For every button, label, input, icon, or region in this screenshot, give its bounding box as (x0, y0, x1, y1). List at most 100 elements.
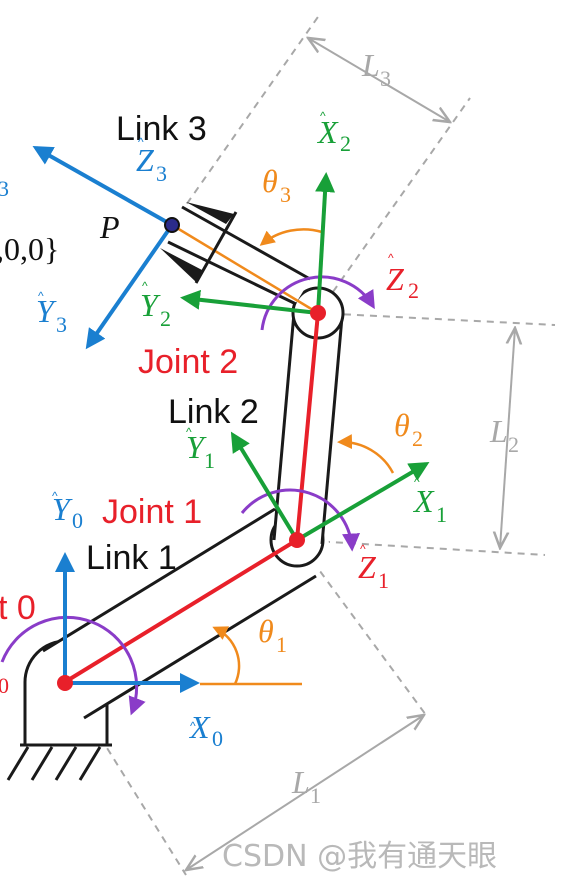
svg-text:2: 2 (160, 306, 171, 331)
joint1-label: Joint 1 (102, 493, 202, 531)
svg-text:0: 0 (72, 508, 83, 533)
svg-text:θ: θ (262, 163, 278, 199)
svg-text:^: ^ (142, 279, 148, 293)
y2-label: ^ Y 2 (140, 279, 171, 331)
svg-text:2: 2 (340, 131, 351, 156)
frame3-axes (32, 146, 174, 350)
x3-label-fragment: 3 (0, 176, 9, 201)
theta2-arc (337, 434, 395, 474)
theta3-label: θ 3 (262, 163, 291, 207)
z3-label: ^ Z 3 (136, 135, 167, 186)
joint0-rotation-arc (0, 615, 146, 716)
kinematic-chain (63, 312, 320, 684)
svg-text:1: 1 (310, 783, 321, 808)
watermark: CSDN @我有通天眼 (222, 839, 497, 874)
l2-dimension-label: L 2 (489, 413, 519, 457)
svg-text:3: 3 (380, 66, 391, 91)
z2-label: ^ Z 2 (386, 251, 419, 303)
svg-text:L: L (291, 764, 310, 800)
svg-text:Z: Z (136, 142, 155, 178)
l2-dimension-arrow (500, 328, 515, 548)
y1-label: ^ Y 1 (186, 425, 215, 473)
svg-text:^: ^ (414, 475, 420, 489)
l2-reference-line-top (317, 312, 556, 326)
x1-axis-arrow (295, 461, 430, 542)
svg-text:Y: Y (186, 429, 207, 465)
joint2-rotation-arc (260, 275, 375, 331)
svg-text:2: 2 (412, 426, 423, 451)
point-p-label: P (99, 209, 120, 245)
z3-axis-arrow (32, 146, 173, 227)
x0-label: ^ X 0 (188, 709, 223, 751)
angle-indicators (200, 228, 395, 686)
end-effector-point-p (164, 217, 180, 233)
svg-text:0: 0 (212, 726, 223, 751)
svg-text:^: ^ (388, 251, 394, 265)
l1-dimension-arrow (186, 715, 424, 870)
svg-text:X: X (188, 709, 211, 745)
svg-text:^: ^ (52, 489, 58, 503)
theta3-arc (259, 228, 323, 246)
y2-axis-arrow (180, 289, 319, 315)
l2-reference-line-bottom (296, 539, 546, 556)
svg-text:X: X (316, 114, 339, 150)
l3-reference-line-joint2 (317, 97, 471, 314)
joint0-label: t 0 (0, 589, 36, 627)
svg-text:^: ^ (320, 109, 326, 123)
x2-axis-arrow (315, 172, 336, 314)
z1-label: ^ Z 1 (358, 542, 389, 593)
svg-text:3: 3 (156, 161, 167, 186)
link2-label: Link 2 (168, 393, 259, 431)
rotation-arrows (0, 275, 375, 716)
gripper (160, 202, 234, 282)
link3-centerline (171, 223, 319, 315)
theta2-label: θ 2 (394, 407, 423, 451)
svg-text:θ: θ (258, 613, 274, 649)
svg-text:1: 1 (378, 568, 389, 593)
joint-centers (57, 217, 326, 691)
dimension-arrows (186, 38, 515, 870)
link3-label: Link 3 (116, 110, 207, 148)
y0-label: ^ Y 0 (52, 489, 83, 533)
frame2-axes (180, 172, 336, 315)
svg-text:^: ^ (190, 719, 196, 733)
svg-text:^: ^ (186, 425, 192, 439)
frame1-axes (230, 431, 430, 542)
l3-dimension-arrow (308, 38, 450, 122)
y3-axis-arrow (85, 223, 174, 350)
joint2-label: Joint 2 (138, 343, 238, 381)
reference-dashed-lines (65, 13, 556, 876)
joint0-center-dot (57, 675, 73, 691)
svg-text:1: 1 (204, 448, 215, 473)
joint2-center-dot (310, 305, 326, 321)
l3-reference-line-p (171, 13, 321, 226)
l3-dimension-label: L 3 (361, 47, 391, 91)
svg-text:3: 3 (56, 312, 67, 337)
joint1-center-dot (289, 532, 305, 548)
svg-text:^: ^ (38, 289, 44, 303)
svg-text:1: 1 (276, 632, 287, 657)
theta1-arc (212, 626, 241, 685)
x2-label: ^ X 2 (316, 109, 351, 156)
y1-axis-arrow (230, 431, 299, 542)
svg-text:Y: Y (36, 293, 57, 329)
svg-text:Y: Y (52, 491, 73, 527)
svg-text:θ: θ (394, 407, 410, 443)
svg-text:Z: Z (358, 549, 377, 585)
x1-label: ^ X 1 (412, 475, 447, 527)
joint1-rotation-arc (240, 488, 361, 552)
svg-text:L: L (489, 413, 508, 449)
svg-text:Z: Z (386, 261, 405, 297)
point-p-coordinates: ,0,0} (0, 231, 59, 267)
y3-label: ^ Y 3 (36, 289, 67, 337)
svg-text:2: 2 (408, 278, 419, 303)
svg-text:X: X (412, 483, 435, 519)
svg-text:3: 3 (280, 182, 291, 207)
l1-reference-line-joint1 (296, 539, 427, 716)
z0-label-fragment: 0 (0, 673, 9, 698)
svg-text:^: ^ (138, 135, 144, 149)
link3-body (160, 200, 319, 315)
svg-text:Y: Y (140, 287, 161, 323)
base-ground-hatch (6, 743, 112, 781)
